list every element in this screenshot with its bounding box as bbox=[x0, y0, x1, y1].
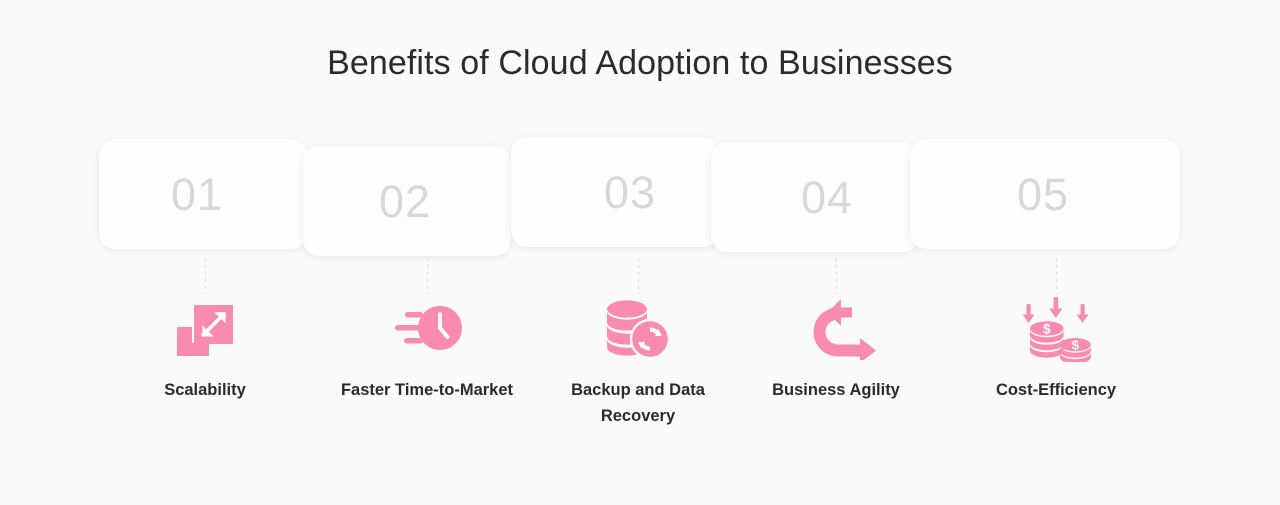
benefit-label: Faster Time-to-Market bbox=[340, 381, 514, 399]
benefit-label: Backup and Data Recovery bbox=[571, 381, 705, 425]
page-title: Benefits of Cloud Adoption to Businesses bbox=[327, 44, 953, 82]
icon-container bbox=[327, 294, 527, 364]
benefit-label: Cost-Efficiency bbox=[995, 381, 1117, 399]
dollar-sign-right: $ bbox=[1072, 338, 1080, 353]
number-card-01[interactable]: 01 bbox=[99, 139, 307, 249]
benefit-label: Business Agility bbox=[772, 381, 900, 399]
number-card-03[interactable]: 03 bbox=[511, 137, 719, 247]
number-card-04[interactable]: 04 bbox=[711, 142, 919, 252]
benefit-item-cost-efficiency[interactable]: $ $ Cost-Efficiency bbox=[956, 294, 1156, 404]
connector-line-3 bbox=[638, 258, 639, 294]
fast-clock-icon bbox=[395, 306, 462, 350]
card-number-label: 01 bbox=[171, 168, 224, 220]
card-number-label: 05 bbox=[1017, 168, 1070, 220]
coins-down-arrows-icon: $ $ bbox=[1022, 297, 1091, 362]
benefit-item-backup-data-recovery[interactable]: Backup and Data Recovery bbox=[538, 294, 738, 429]
benefit-item-faster-time-to-market[interactable]: Faster Time-to-Market bbox=[327, 294, 527, 404]
icon-container bbox=[538, 294, 738, 364]
number-card-05[interactable]: 05 bbox=[910, 139, 1180, 249]
benefit-item-business-agility[interactable]: Business Agility bbox=[736, 294, 936, 404]
expand-arrows-icon bbox=[177, 305, 233, 356]
card-number-label: 02 bbox=[379, 175, 432, 227]
benefit-label: Scalability bbox=[164, 381, 246, 399]
connector-line-2 bbox=[427, 258, 428, 294]
icon-container: $ $ bbox=[956, 294, 1156, 364]
card-number-label: 03 bbox=[604, 166, 657, 218]
icon-container bbox=[105, 294, 305, 364]
cycle-arrow-icon bbox=[813, 299, 876, 360]
connector-line-5 bbox=[1056, 258, 1057, 294]
connector-line-1 bbox=[205, 258, 206, 294]
icon-container bbox=[736, 294, 936, 364]
dollar-sign-left: $ bbox=[1043, 321, 1051, 337]
connector-line-4 bbox=[836, 258, 837, 294]
number-card-02[interactable]: 02 bbox=[303, 146, 511, 256]
database-refresh-icon bbox=[607, 300, 671, 360]
card-number-label: 04 bbox=[801, 171, 854, 223]
benefit-item-scalability[interactable]: Scalability bbox=[105, 294, 305, 404]
